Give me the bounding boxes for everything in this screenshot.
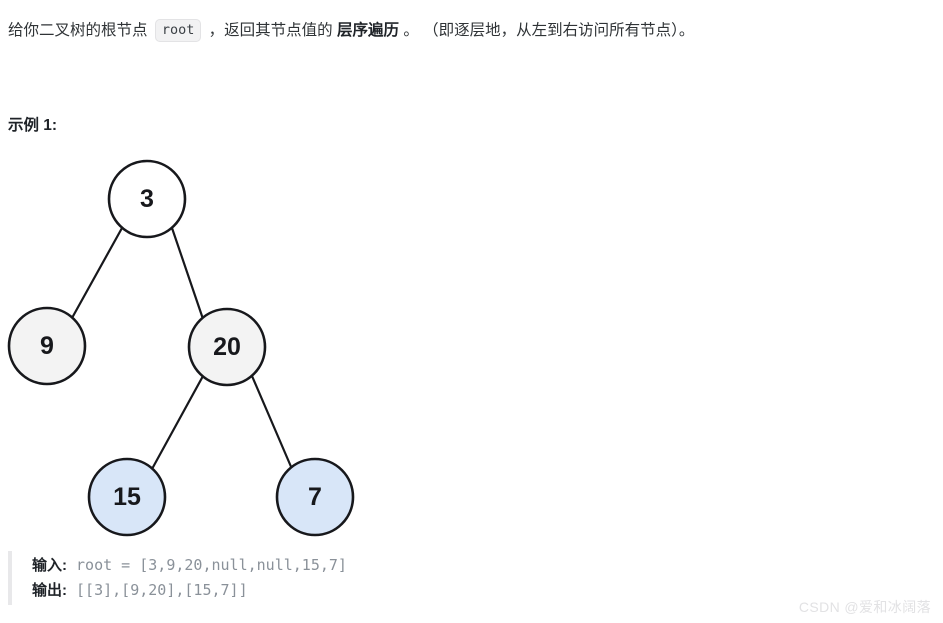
binary-tree-diagram: 3 9 20 15 7 — [0, 140, 420, 550]
tree-node-label-rl: 15 — [113, 483, 141, 511]
tree-edge-root-left — [70, 226, 124, 320]
statement-text-tail: 。 （即逐层地，从左到右访问所有节点）。 — [403, 22, 695, 39]
output-label: 输出: — [32, 582, 67, 599]
tree-node-circle-left — [7, 306, 87, 386]
inline-code-root: root — [154, 19, 202, 42]
tree-edge-right-rr — [250, 374, 294, 471]
tree-node-group: 3 9 20 15 7 — [7, 159, 355, 537]
binary-tree-svg: 3 9 20 15 7 — [7, 159, 355, 537]
tree-node-left: 9 — [7, 306, 87, 386]
statement-text-before-code: 给你二叉树的根节点 — [8, 22, 148, 39]
tree-edge-root-right — [170, 226, 205, 321]
tree-node-label-left: 9 — [40, 332, 54, 360]
tree-node-root: 3 — [107, 159, 187, 239]
example-io-block: 输入: root = [3,9,20,null,null,15,7] 输出: [… — [8, 551, 908, 605]
tree-node-right: 20 — [187, 307, 267, 387]
input-value: root = [3,9,20,null,null,15,7] — [67, 556, 347, 574]
problem-statement: 给你二叉树的根节点 root ，返回其节点值的 层序遍历 。 （即逐层地，从左到… — [8, 18, 928, 44]
csdn-watermark: CSDN @爱和冰阔落 — [798, 599, 931, 615]
tree-edge-group — [70, 226, 294, 471]
example-heading: 示例 1: — [8, 117, 58, 134]
tree-node-circle-rr — [275, 457, 355, 537]
tree-node-circle-root — [107, 159, 187, 239]
tree-node-label-right: 20 — [213, 333, 241, 361]
example-output-line: 输出: [[3],[9,20],[15,7]] — [32, 578, 908, 603]
tree-node-rl: 15 — [87, 457, 167, 537]
input-label: 输入: — [32, 557, 67, 574]
tree-node-label-root: 3 — [140, 185, 154, 213]
output-value: [[3],[9,20],[15,7]] — [67, 581, 248, 599]
statement-emphasis: 层序遍历 — [336, 22, 399, 39]
tree-node-label-rr: 7 — [308, 483, 322, 511]
tree-node-circle-right — [187, 307, 267, 387]
tree-edge-right-rl — [150, 374, 205, 471]
tree-node-rr: 7 — [275, 457, 355, 537]
example-input-line: 输入: root = [3,9,20,null,null,15,7] — [32, 553, 908, 578]
tree-node-circle-rl — [87, 457, 167, 537]
statement-text-after-code: ，返回其节点值的 — [208, 22, 333, 39]
